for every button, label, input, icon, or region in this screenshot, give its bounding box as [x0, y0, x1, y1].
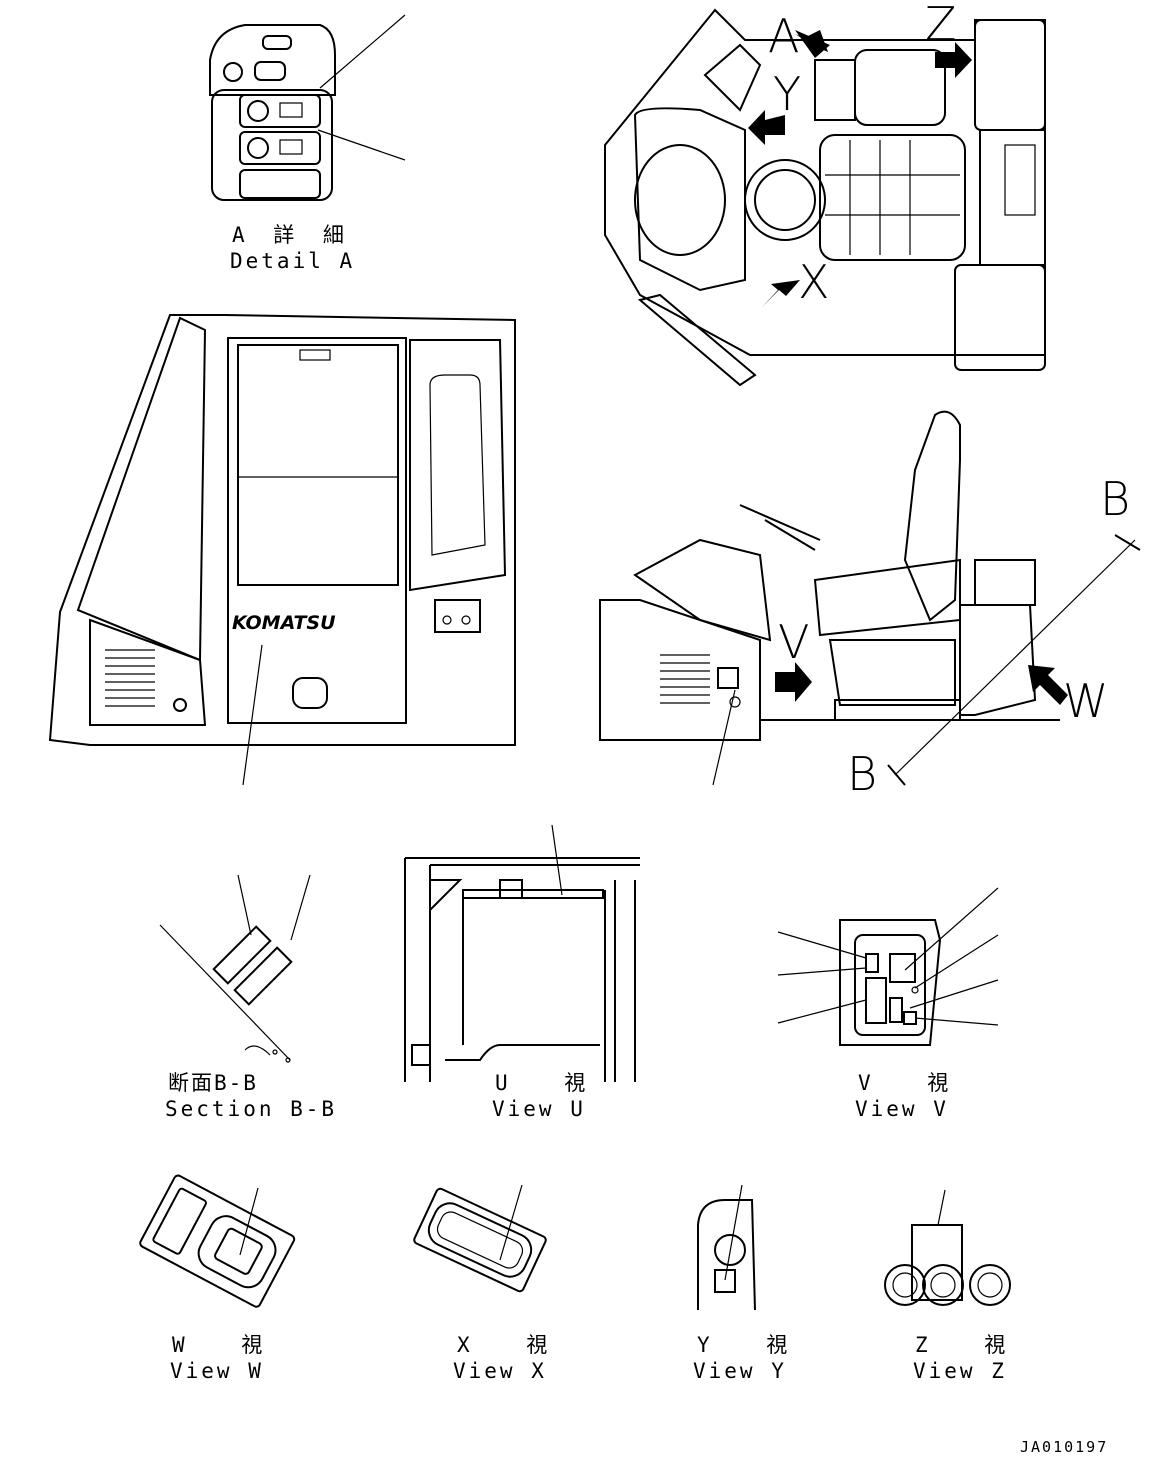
view-v-drawing	[777, 887, 999, 1046]
marker-b-bottom: B	[847, 747, 877, 801]
detail-a-drawing	[209, 14, 406, 201]
marker-y: Y	[773, 67, 801, 121]
view-u-label-en: View U	[492, 1097, 586, 1121]
view-z-label-en: View Z	[913, 1359, 1007, 1383]
marker-v: V	[778, 615, 809, 669]
document-id: JA010197	[1020, 1438, 1108, 1456]
view-u-label-jp: U 視	[495, 1071, 607, 1095]
marker-w: W	[1063, 674, 1108, 728]
marker-b-top: B	[1100, 472, 1130, 526]
cab-side-view	[48, 314, 516, 786]
view-u-drawing	[404, 824, 640, 1082]
view-y-label-en: View Y	[693, 1359, 787, 1383]
section-bb-label-jp: 断面B-B	[168, 1071, 258, 1095]
cab-interior-side-view	[599, 410, 1141, 786]
view-v-label-en: View V	[855, 1097, 949, 1121]
marker-z: Z	[925, 0, 957, 51]
view-z-drawing	[884, 1189, 1011, 1306]
view-w-label-jp: W 視	[172, 1333, 284, 1357]
section-bb-label-en: Section B-B	[165, 1097, 337, 1121]
marker-a: A	[768, 9, 799, 63]
view-x-drawing	[413, 1184, 547, 1293]
view-z-label-jp: Z 視	[915, 1333, 1027, 1357]
detail-a-label-jp: A 詳 細	[232, 223, 352, 247]
view-x-label-en: View X	[453, 1359, 547, 1383]
view-y-label-jp: Y 視	[697, 1333, 809, 1357]
view-v-label-jp: V 視	[858, 1071, 970, 1095]
view-x-label-jp: X 視	[457, 1333, 569, 1357]
view-y-drawing	[697, 1184, 756, 1311]
view-w-drawing	[139, 1174, 296, 1308]
view-w-label-en: View W	[170, 1359, 264, 1383]
detail-a-label-en: Detail A	[230, 249, 355, 273]
komatsu-logo: KOMATSU	[232, 612, 336, 634]
cab-top-view	[604, 8, 1046, 387]
section-bb-drawing	[159, 874, 311, 1063]
marker-x: X	[798, 255, 830, 309]
